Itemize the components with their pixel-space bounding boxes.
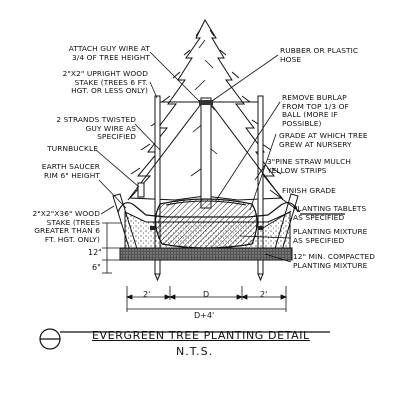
- label-wood-stake: 2"X2"X36" WOOD STAKE (TREES GREATER THAN…: [32, 209, 100, 244]
- label-tablets: PLANTING TABLETS AS SPECIFIED: [293, 204, 367, 222]
- label-mixture: PLANTING MIXTURE AS SPECIFIED: [293, 227, 368, 245]
- label-twisted-wire: 2 STRANDS TWISTED GUY WIRE AS SPECIFIED: [56, 115, 136, 142]
- detail-title: EVERGREEN TREE PLANTING DETAIL: [92, 329, 310, 342]
- dim-total: D+4': [194, 311, 215, 320]
- label-compacted: 12" MIN. COMPACTED PLANTING MIXTURE: [293, 252, 376, 270]
- detail-subtitle: N.T.S.: [176, 345, 214, 358]
- depth-dimensions: [102, 222, 122, 274]
- label-burlap: REMOVE BURLAP FROM TOP 1/3 OF BALL (MORE…: [282, 93, 349, 128]
- upright-stakes: [154, 95, 264, 282]
- planting-tablets: [150, 226, 263, 230]
- root-ball: [154, 198, 258, 249]
- guy-wires: [127, 101, 284, 201]
- section-symbol: [39, 328, 330, 350]
- dim-left-clear: 2': [143, 290, 151, 299]
- label-guy-wire: ATTACH GUY WIRE AT 3/4 OF TREE HEIGHT: [68, 44, 150, 62]
- compacted-base: [119, 247, 293, 261]
- label-hose: RUBBER OR PLASTIC HOSE: [280, 46, 359, 64]
- label-finish-grade: FINISH GRADE: [282, 186, 336, 195]
- tree-trunk: [200, 97, 212, 209]
- width-dimensions: [125, 286, 288, 312]
- dim-depth-top: 12": [88, 248, 102, 257]
- dim-depth-bottom: 6": [92, 263, 101, 272]
- leader-lines-right: [211, 54, 301, 263]
- label-mulch: 3"PINE STRAW MULCH YELLOW STRIPS: [267, 157, 352, 175]
- label-upright-stake: 2"X2" UPRIGHT WOOD STAKE (TREES 6 Ft. HG…: [62, 69, 148, 96]
- leader-lines-left: [95, 51, 201, 215]
- label-earth-saucer: EARTH SAUCER RIM 6" HEIGHT: [41, 162, 100, 180]
- label-grade-nursery: GRADE AT WHICH TREE GREW AT NURSERY: [279, 131, 368, 149]
- dim-ball-dia: D: [203, 290, 210, 299]
- label-turnbuckle: TURNBUCKLE: [47, 144, 98, 153]
- dim-right-clear: 2': [260, 290, 268, 299]
- rubber-hose: [199, 100, 213, 105]
